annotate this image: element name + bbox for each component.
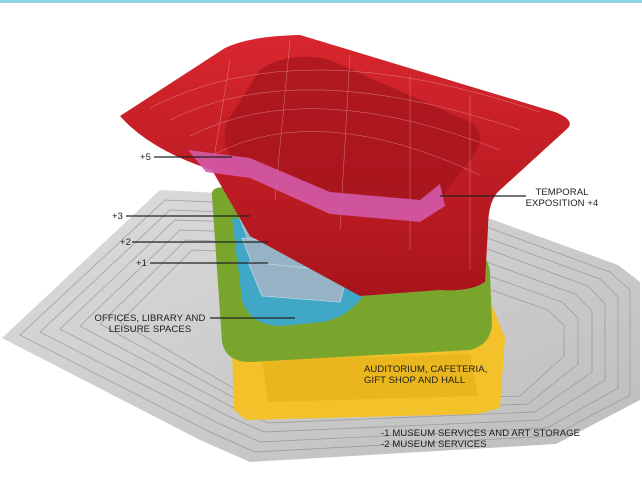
basement-labels: -1 MUSEUM SERVICES AND ART STORAGE -2 MU…	[381, 428, 580, 450]
top-accent-rule	[0, 0, 642, 3]
magenta-band	[188, 150, 445, 222]
offices-label: OFFICES, LIBRARY AND LEISURE SPACES	[94, 313, 206, 335]
temporal-exposition-label: TEMPORAL EXPOSITION +4	[519, 187, 605, 209]
auditorium-line1: AUDITORIUM, CAFETERIA,	[364, 364, 488, 375]
roof-mesh	[149, 39, 541, 270]
basement-minus1-label: -1 MUSEUM SERVICES AND ART STORAGE	[381, 428, 581, 439]
leader-lines	[126, 156, 526, 319]
level-label-plus2: +2	[120, 237, 132, 248]
temporal-line2: EXPOSITION +4	[525, 198, 599, 209]
level-label-plus5: +5	[140, 152, 152, 163]
offices-line2: LEISURE SPACES	[108, 324, 192, 335]
basement-minus2-label: -2 MUSEUM SERVICES	[381, 439, 487, 450]
level-label-plus3: +3	[112, 211, 124, 222]
level-label-plus1: +1	[136, 258, 148, 269]
auditorium-line2: GIFT SHOP AND HALL	[364, 375, 466, 386]
temporal-line1: TEMPORAL	[535, 187, 589, 198]
offices-line1: OFFICES, LIBRARY AND	[94, 313, 206, 324]
auditorium-label: AUDITORIUM, CAFETERIA, GIFT SHOP AND HAL…	[364, 364, 487, 386]
